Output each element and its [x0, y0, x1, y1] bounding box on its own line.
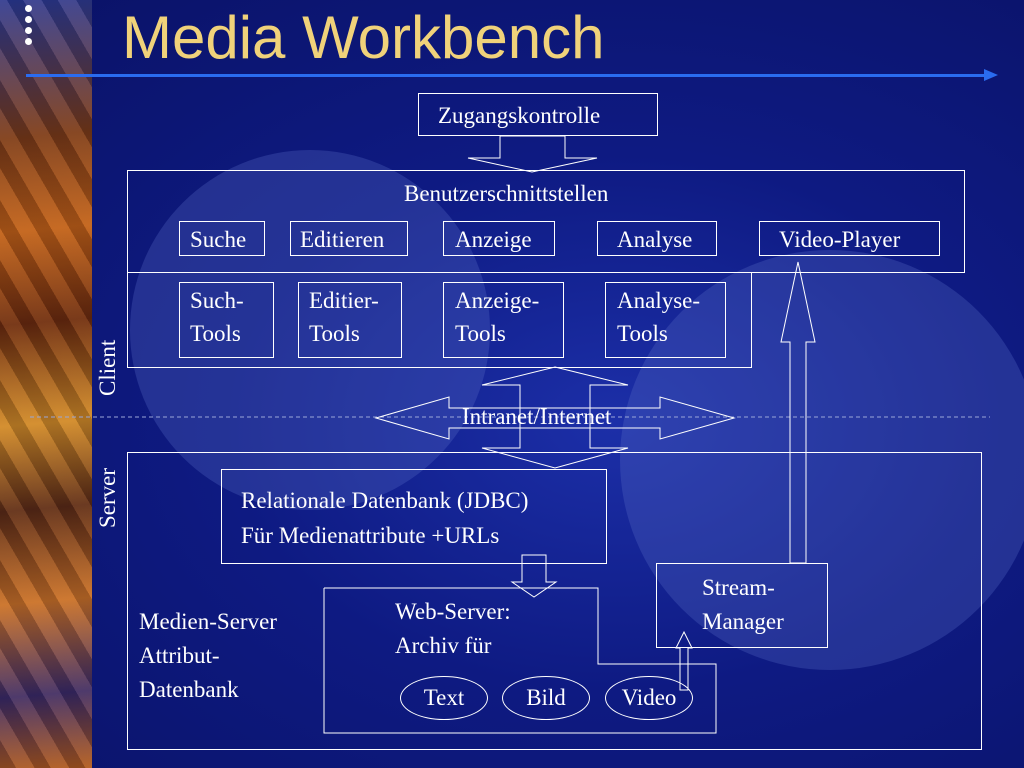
web-server-line1: Web-Server: [395, 599, 511, 624]
title-underline-arrowhead [984, 69, 998, 81]
ui-item-search: Suche [190, 227, 247, 252]
media-server-line2: Attribut- [139, 643, 220, 668]
ui-item-video-player-box [759, 221, 940, 256]
server-container [127, 452, 982, 750]
database-box [221, 469, 607, 564]
edit-tools-line1: Editier- [309, 288, 379, 313]
display-tools-box [443, 282, 564, 358]
media-server-line3: Datenbank [139, 677, 239, 702]
access-down-arrow [467, 135, 598, 173]
search-tools-line1: Such- [190, 288, 244, 313]
bullet-dots [22, 2, 36, 49]
ui-item-display: Anzeige [455, 227, 532, 252]
access-control-box [418, 93, 658, 136]
network-horizontal-arrow [374, 396, 736, 440]
background-gear [130, 150, 490, 510]
media-type-image: Bild [502, 676, 590, 720]
background-gear [620, 250, 1024, 670]
search-tools-box [179, 282, 274, 358]
title-underline [26, 74, 988, 77]
media-server-line1: Medien-Server [139, 609, 277, 634]
edit-tools-box [298, 282, 402, 358]
analysis-tools-line1: Analyse- [617, 288, 701, 313]
decorative-side-strip [0, 0, 92, 768]
ui-item-display-box [443, 221, 555, 256]
stream-manager-box [656, 563, 828, 648]
search-tools-line2: Tools [190, 321, 241, 346]
tools-container [127, 272, 752, 368]
media-type-video: Video [605, 676, 693, 720]
ui-item-edit: Editieren [300, 227, 385, 252]
slide-title: Media Workbench [122, 4, 605, 71]
network-label: Intranet/Internet [462, 404, 612, 429]
client-label: Client [95, 339, 120, 396]
edit-tools-line2: Tools [309, 321, 360, 346]
display-tools-line2: Tools [455, 321, 506, 346]
web-server-outline [323, 587, 717, 734]
analysis-tools-line2: Tools [617, 321, 668, 346]
database-line2: Für Medienattribute +URLs [241, 523, 500, 548]
database-line1: Relationale Datenbank (JDBC) [241, 488, 529, 513]
stream-manager-line1: Stream- [702, 575, 775, 600]
stream-manager-line2: Manager [702, 609, 784, 634]
ui-item-search-box [179, 221, 265, 256]
web-server-line2: Archiv für [395, 633, 492, 658]
network-vertical-arrow [481, 366, 629, 469]
media-type-text: Text [400, 676, 488, 720]
server-label: Server [95, 467, 120, 528]
analysis-tools-box [605, 282, 726, 358]
display-tools-line1: Anzeige- [455, 288, 540, 313]
database-down-arrow [510, 554, 558, 598]
ui-item-analysis-box [597, 221, 717, 256]
ui-item-video-player: Video-Player [779, 227, 901, 252]
ui-item-analysis: Analyse [617, 227, 693, 252]
ui-item-edit-box [290, 221, 408, 256]
access-control-label: Zugangskontrolle [438, 103, 601, 128]
ui-interfaces-label: Benutzerschnittstellen [404, 181, 609, 206]
